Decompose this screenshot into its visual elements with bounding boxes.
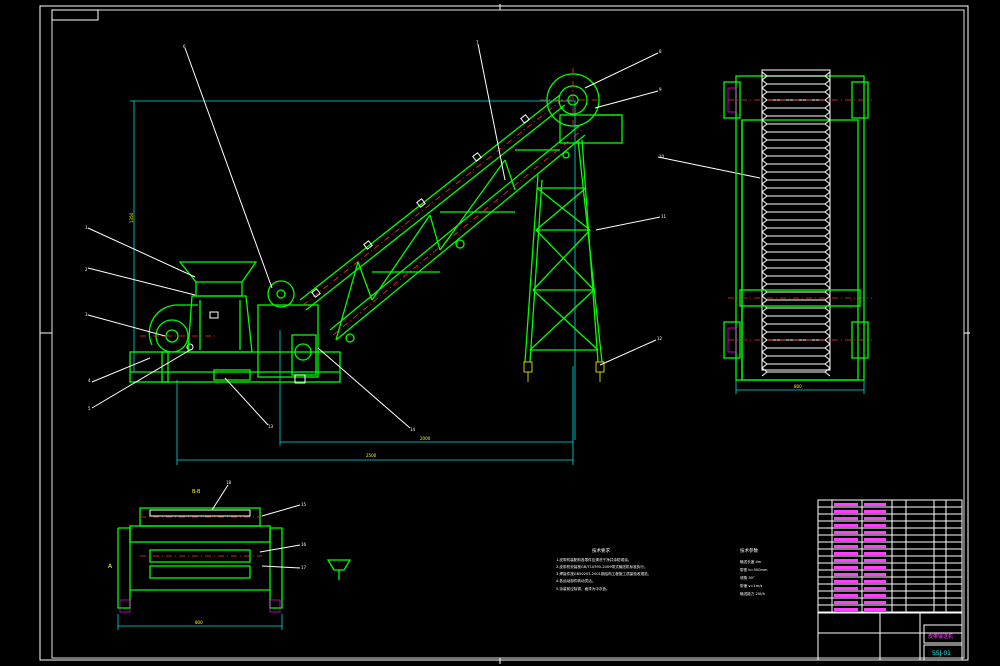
part-number: 9 (659, 87, 662, 92)
part-number: 18 (226, 480, 232, 485)
tech-requirement-line: 1.皮带机装配前各零件应清洗干净并涂防锈油。 (556, 557, 631, 562)
part-number: 1 (85, 225, 88, 230)
part-number: 13 (268, 424, 274, 429)
detail-label: A (108, 563, 113, 570)
section-label: B-B (192, 489, 201, 495)
tech-spec-line: 输送能力 20t/h (740, 591, 765, 596)
sheet-frame (39, 4, 970, 664)
part-number: 17 (301, 565, 307, 570)
part-number: 16 (301, 542, 307, 547)
section-view (117, 484, 352, 630)
tech-requirements-heading: 技术要求 (592, 547, 610, 554)
part-number: 3 (85, 312, 88, 317)
tech-requirement-line: 5.涂装前应除锈，面漆为中灰色。 (556, 586, 610, 591)
part-number: 5 (88, 406, 91, 411)
part-number: 7 (476, 40, 479, 45)
part-number: 2 (85, 267, 88, 272)
tech-requirement-line: 2.皮带机安装按GB/T10595-2009带式输送机标准执行。 (556, 564, 647, 569)
tech-spec-line: 输送长度 4m (740, 559, 762, 564)
part-number: 15 (301, 502, 307, 507)
part-number: 14 (410, 427, 416, 432)
parts-list-grid (817, 499, 963, 613)
side-view (723, 69, 872, 394)
part-number: 10 (659, 154, 665, 159)
tech-requirement-line: 4.各运动部件转动灵活。 (556, 578, 595, 583)
part-number: 12 (657, 336, 663, 341)
part-number: 11 (661, 214, 667, 219)
tech-requirement-line: 3.焊接件按GB50205-2001钢结构工程施工质量验收规范。 (556, 571, 651, 576)
dim-overall-length: 2500 (366, 453, 377, 458)
dim-width: 800 (794, 384, 802, 389)
part-numbers: 1 2 3 4 5 6 7 8 9 10 11 12 13 14 15 16 1… (85, 40, 667, 570)
dim-height: 1350 (129, 212, 134, 223)
tech-specs: 技术参数 输送长度 4m 带宽 b=500mm 倾角 30° 带速 v=1m/s… (740, 547, 768, 596)
tech-spec-line: 倾角 30° (740, 575, 755, 580)
dim-span: 2000 (420, 436, 431, 441)
title-block-name: 皮带输送机 (928, 633, 953, 640)
tech-requirements: 技术要求 1.皮带机装配前各零件应清洗干净并涂防锈油。 2.皮带机安装按GB/T… (556, 547, 651, 591)
part-number: 6 (183, 44, 186, 49)
tech-specs-heading: 技术参数 (740, 547, 758, 554)
main-elevation-view (87, 43, 761, 465)
tech-spec-line: 带速 v=1m/s (740, 583, 762, 588)
part-number: 4 (88, 378, 91, 383)
title-block (817, 499, 963, 661)
belt-pattern (761, 71, 831, 377)
leader-lines (87, 43, 761, 429)
dim-section-width: 800 (195, 620, 203, 625)
part-number: 8 (659, 49, 662, 54)
drawing-number: SSJ-01 (932, 650, 951, 657)
tech-spec-line: 带宽 b=500mm (740, 567, 768, 572)
